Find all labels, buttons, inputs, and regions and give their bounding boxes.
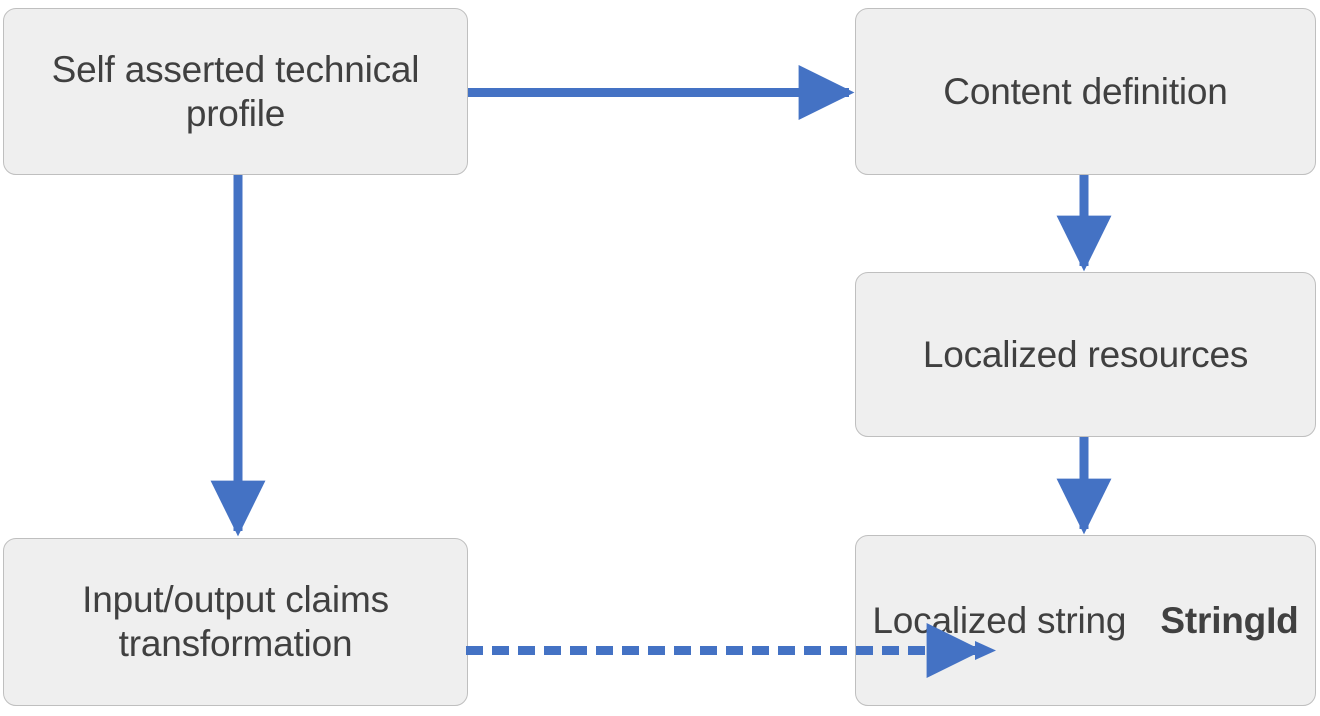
node-localized-resources[interactable]: Localized resources bbox=[855, 272, 1316, 437]
node-label: Content definition bbox=[943, 70, 1228, 112]
node-label: Localized resources bbox=[922, 333, 1249, 375]
node-localized-string[interactable]: Localized string StringId bbox=[855, 535, 1316, 706]
node-label: Localized string StringId bbox=[870, 599, 1301, 643]
node-content-definition[interactable]: Content definition bbox=[855, 8, 1316, 175]
node-label-line-one: Localized string bbox=[872, 599, 1127, 641]
string-id-label: StringId bbox=[1160, 599, 1299, 641]
